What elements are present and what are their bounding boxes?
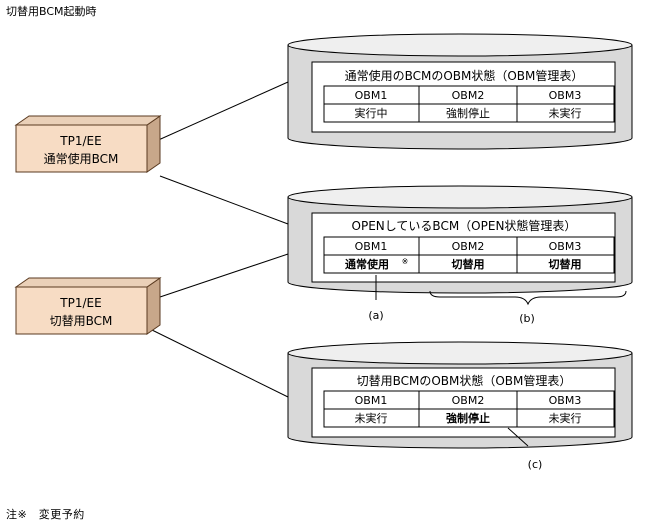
connector-line — [151, 329, 289, 398]
table-title: OPENしているBCM（OPEN状態管理表） — [352, 218, 577, 233]
column-header: OBM2 — [452, 240, 485, 253]
box-line2: 切替用BCM — [50, 314, 113, 328]
cell-value: 未実行 — [549, 106, 582, 120]
diagram-heading: 切替用BCM起動時 — [6, 5, 97, 18]
column-header: OBM2 — [452, 394, 485, 407]
connector-line — [153, 81, 289, 143]
callout-a-label: (a) — [368, 309, 383, 322]
column-header: OBM1 — [355, 240, 388, 253]
cell-value: 強制停止 — [446, 106, 490, 120]
bcm-box-switch: TP1/EE 切替用BCM — [14, 277, 162, 335]
cylinder-obm-normal: 通常使用のBCMのOBM状態（OBM管理表） OBM1 OBM2 OBM3 実行… — [287, 33, 633, 150]
callout-c-label: (c) — [528, 458, 543, 471]
cell-value: 未実行 — [549, 411, 582, 425]
connector-line — [159, 175, 289, 225]
footnote-mark: ※ — [402, 257, 409, 266]
footnote: 注※ 変更予約 — [6, 508, 85, 521]
cylinder-obm-switch: 切替用BCMのOBM状態（OBM管理表） OBM1 OBM2 OBM3 未実行 … — [287, 341, 633, 449]
box-line2: 通常使用BCM — [44, 151, 119, 166]
callout-c-line — [507, 427, 529, 447]
cell-value: 未実行 — [355, 411, 388, 425]
cell-value: 切替用 — [452, 257, 485, 271]
callout-b-brace — [429, 290, 627, 306]
table-title: 通常使用のBCMのOBM状態（OBM管理表） — [345, 68, 584, 83]
column-header: OBM1 — [355, 394, 388, 407]
column-header: OBM3 — [549, 240, 582, 253]
table-title: 切替用BCMのOBM状態（OBM管理表） — [357, 373, 572, 388]
column-header: OBM2 — [452, 89, 485, 102]
column-header: OBM3 — [549, 89, 582, 102]
cell-value: 通常使用 — [345, 257, 389, 271]
cell-value: 強制停止 — [446, 411, 490, 425]
connector-line — [159, 253, 289, 298]
bcm-box-normal: TP1/EE 通常使用BCM — [14, 115, 162, 173]
box-line1: TP1/EE — [59, 134, 101, 148]
box-line1: TP1/EE — [59, 296, 101, 310]
callout-b-label: (b) — [519, 312, 535, 325]
cell-value: 切替用 — [549, 257, 582, 271]
cylinder-open-state: OPENしているBCM（OPEN状態管理表） OBM1 OBM2 OBM3 通常… — [287, 185, 633, 294]
column-header: OBM3 — [549, 394, 582, 407]
column-header: OBM1 — [355, 89, 388, 102]
cell-value: 実行中 — [355, 106, 388, 120]
